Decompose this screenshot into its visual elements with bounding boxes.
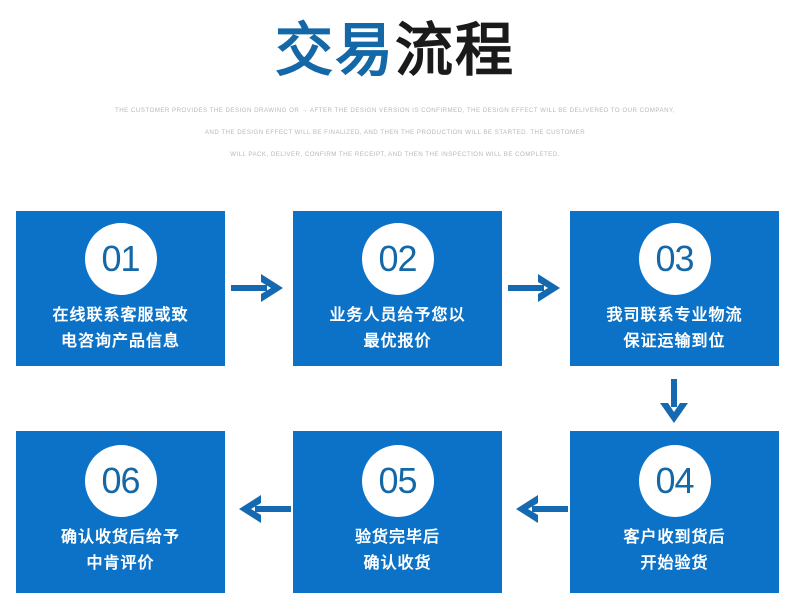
subtitle-block: THE CUSTOMER PROVIDES THE DESIGN DRAWING… [0, 100, 790, 166]
step-text-04-line2: 开始验货 [640, 555, 709, 572]
step-text-01-line1: 在线联系客服或致 [52, 307, 189, 324]
page-title: 交易流程 [0, 18, 790, 84]
step-text-03-line2: 保证运输到位 [623, 333, 726, 350]
step-text-01: 在线联系客服或致 电咨询产品信息 [16, 303, 225, 355]
arrow-left-icon [235, 492, 291, 526]
page-title-blue: 交易 [274, 18, 395, 83]
step-number-06: 06 [101, 460, 140, 501]
subtitle-line-3: WILL PACK, DELIVER, CONFIRM THE RECEIPT,… [230, 151, 560, 158]
arrow-left-icon [512, 492, 568, 526]
step-text-06-line2: 中肯评价 [86, 555, 155, 572]
step-text-03-line1: 我司联系专业物流 [606, 307, 743, 324]
step-number-badge-02: 02 [361, 223, 434, 295]
step-number-badge-03: 03 [638, 223, 711, 295]
step-number-02: 02 [378, 238, 417, 279]
subtitle-line-2: AND THE DESIGN EFFECT WILL BE FINALIZED,… [204, 129, 586, 136]
step-number-badge-06: 06 [84, 445, 157, 517]
step-text-04: 客户收到货后 开始验货 [570, 525, 779, 577]
page-header: 交易流程 THE CUSTOMER PROVIDES THE DESIGN DR… [0, 0, 790, 166]
step-number-badge-04: 04 [638, 445, 711, 517]
subtitle-line-1: THE CUSTOMER PROVIDES THE DESIGN DRAWING… [115, 107, 675, 114]
step-number-badge-01: 01 [84, 223, 157, 295]
step-number-03: 03 [655, 238, 694, 279]
arrow-down-icon [657, 379, 691, 425]
arrow-right-icon [508, 271, 564, 305]
step-card-02[interactable]: 02 业务人员给予您以 最优报价 [293, 211, 502, 366]
step-text-05-line1: 验货完毕后 [354, 529, 440, 546]
step-text-05-line2: 确认收货 [363, 555, 432, 572]
step-card-03[interactable]: 03 我司联系专业物流 保证运输到位 [570, 211, 779, 366]
step-card-06[interactable]: 06 确认收货后给予 中肯评价 [16, 431, 225, 593]
step-number-01: 01 [101, 238, 140, 279]
step-text-02-line2: 最优报价 [363, 333, 432, 350]
step-text-03: 我司联系专业物流 保证运输到位 [570, 303, 779, 355]
step-text-05: 验货完毕后 确认收货 [293, 525, 502, 577]
step-text-04-line1: 客户收到货后 [623, 529, 726, 546]
step-card-05[interactable]: 05 验货完毕后 确认收货 [293, 431, 502, 593]
step-text-02-line1: 业务人员给予您以 [329, 307, 466, 324]
step-text-06-line1: 确认收货后给予 [60, 529, 180, 546]
step-card-04[interactable]: 04 客户收到货后 开始验货 [570, 431, 779, 593]
step-text-01-line2: 电咨询产品信息 [60, 333, 180, 350]
arrow-right-icon [231, 271, 287, 305]
step-number-04: 04 [655, 460, 694, 501]
step-text-02: 业务人员给予您以 最优报价 [293, 303, 502, 355]
step-text-06: 确认收货后给予 中肯评价 [16, 525, 225, 577]
step-number-05: 05 [378, 460, 417, 501]
step-card-01[interactable]: 01 在线联系客服或致 电咨询产品信息 [16, 211, 225, 366]
step-number-badge-05: 05 [361, 445, 434, 517]
page-title-black: 流程 [395, 18, 516, 83]
